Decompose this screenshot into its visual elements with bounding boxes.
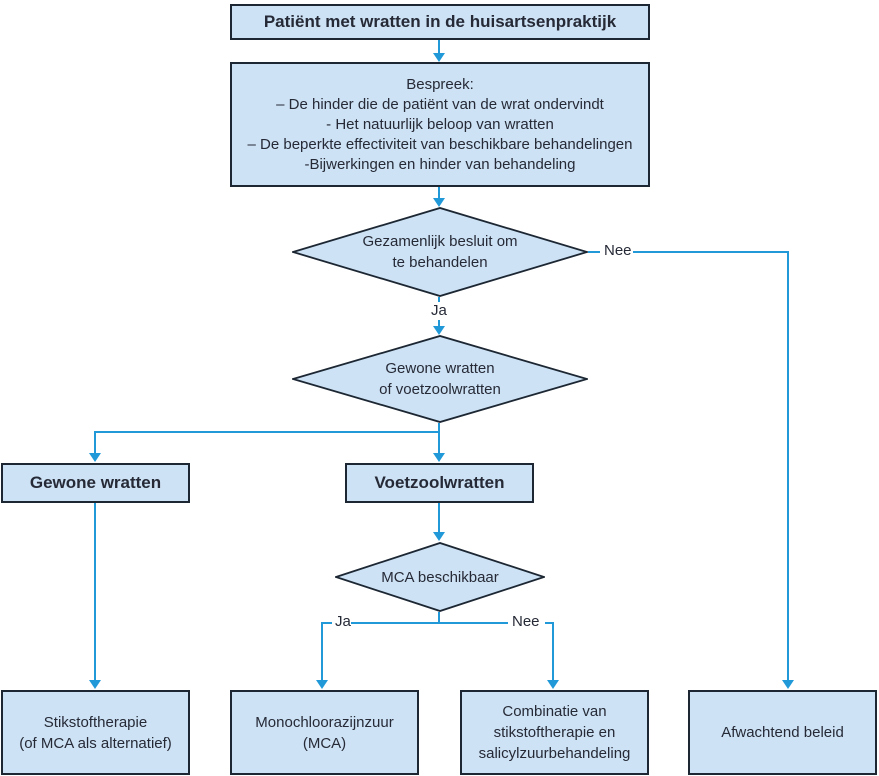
decision-wratsoort-label: Gewone wratten of voetzoolwratten: [379, 360, 501, 398]
connector-mca-ja-segment-a: [321, 622, 332, 624]
arrowhead-into-bespreek: [433, 53, 445, 62]
connector-nee-down: [787, 251, 789, 681]
arrowhead-into-gewone-wratten: [89, 453, 101, 462]
node-combinatie: Combinatie van stikstoftherapie en salic…: [460, 690, 649, 775]
connector-mca-nee-segment-a: [438, 622, 508, 624]
diamond-shape-icon: [292, 207, 588, 297]
arrowhead-into-decision-wratsoort: [433, 326, 445, 335]
arrowhead-into-afwachtend-beleid: [782, 680, 794, 689]
arrowhead-into-voetzoolwratten: [433, 453, 445, 462]
node-decision-wratsoort: Gewone wratten of voetzoolwratten: [292, 335, 588, 423]
connector-wratsoort-stem: [438, 423, 440, 433]
node-decision-behandelen: Gezamenlijk besluit om te behandelen: [292, 207, 588, 297]
connector-voetzool-mca: [438, 503, 440, 533]
connector-ja-segment-b: [438, 320, 440, 327]
decision-mca-label: MCA beschikbaar: [381, 568, 499, 586]
node-afwachtend-beleid: Afwachtend beleid: [688, 690, 877, 775]
connector-to-voetzool: [438, 431, 440, 454]
diamond-shape-icon: [335, 542, 545, 612]
arrowhead-into-combinatie: [547, 680, 559, 689]
connector-ja-down: [321, 622, 323, 681]
connector-start-bespreek: [438, 40, 440, 54]
connector-to-gewone: [94, 431, 96, 454]
node-bespreek: Bespreek: – De hinder die de patiënt van…: [230, 62, 650, 187]
connector-gewone-stikstof: [94, 503, 96, 681]
connector-mca-ja-segment-b: [351, 622, 440, 624]
connector-mca-stem: [438, 612, 440, 623]
connector-split-horizontal: [94, 431, 440, 433]
edge-label-nee-mca: Nee: [510, 613, 542, 631]
arrowhead-into-decision-behandelen: [433, 198, 445, 207]
node-start: Patiënt met wratten in de huisartsenprak…: [230, 4, 650, 40]
connector-nee-segment-b: [633, 251, 789, 253]
decision-behandelen-label: Gezamenlijk besluit om te behandelen: [362, 233, 518, 271]
node-monochloorazijnzuur: Monochloorazijnzuur (MCA): [230, 690, 419, 775]
edge-label-ja-behandelen: Ja: [429, 302, 449, 320]
diamond-shape-icon: [292, 335, 588, 423]
connector-nee-mca-down: [552, 622, 554, 681]
arrowhead-into-stikstoftherapie: [89, 680, 101, 689]
edge-label-ja-mca: Ja: [333, 613, 353, 631]
connector-ja-segment-a: [438, 297, 440, 303]
node-stikstoftherapie: Stikstoftherapie (of MCA als alternatief…: [1, 690, 190, 775]
connector-mca-nee-segment-b: [545, 622, 554, 624]
edge-label-nee-behandelen: Nee: [602, 242, 634, 260]
arrowhead-into-monochloorazijnzuur: [316, 680, 328, 689]
arrowhead-into-decision-mca: [433, 532, 445, 541]
connector-nee-segment-a: [588, 251, 600, 253]
node-voetzoolwratten: Voetzoolwratten: [345, 463, 534, 503]
node-gewone-wratten: Gewone wratten: [1, 463, 190, 503]
node-decision-mca: MCA beschikbaar: [335, 542, 545, 612]
connector-bespreek-decision: [438, 187, 440, 199]
